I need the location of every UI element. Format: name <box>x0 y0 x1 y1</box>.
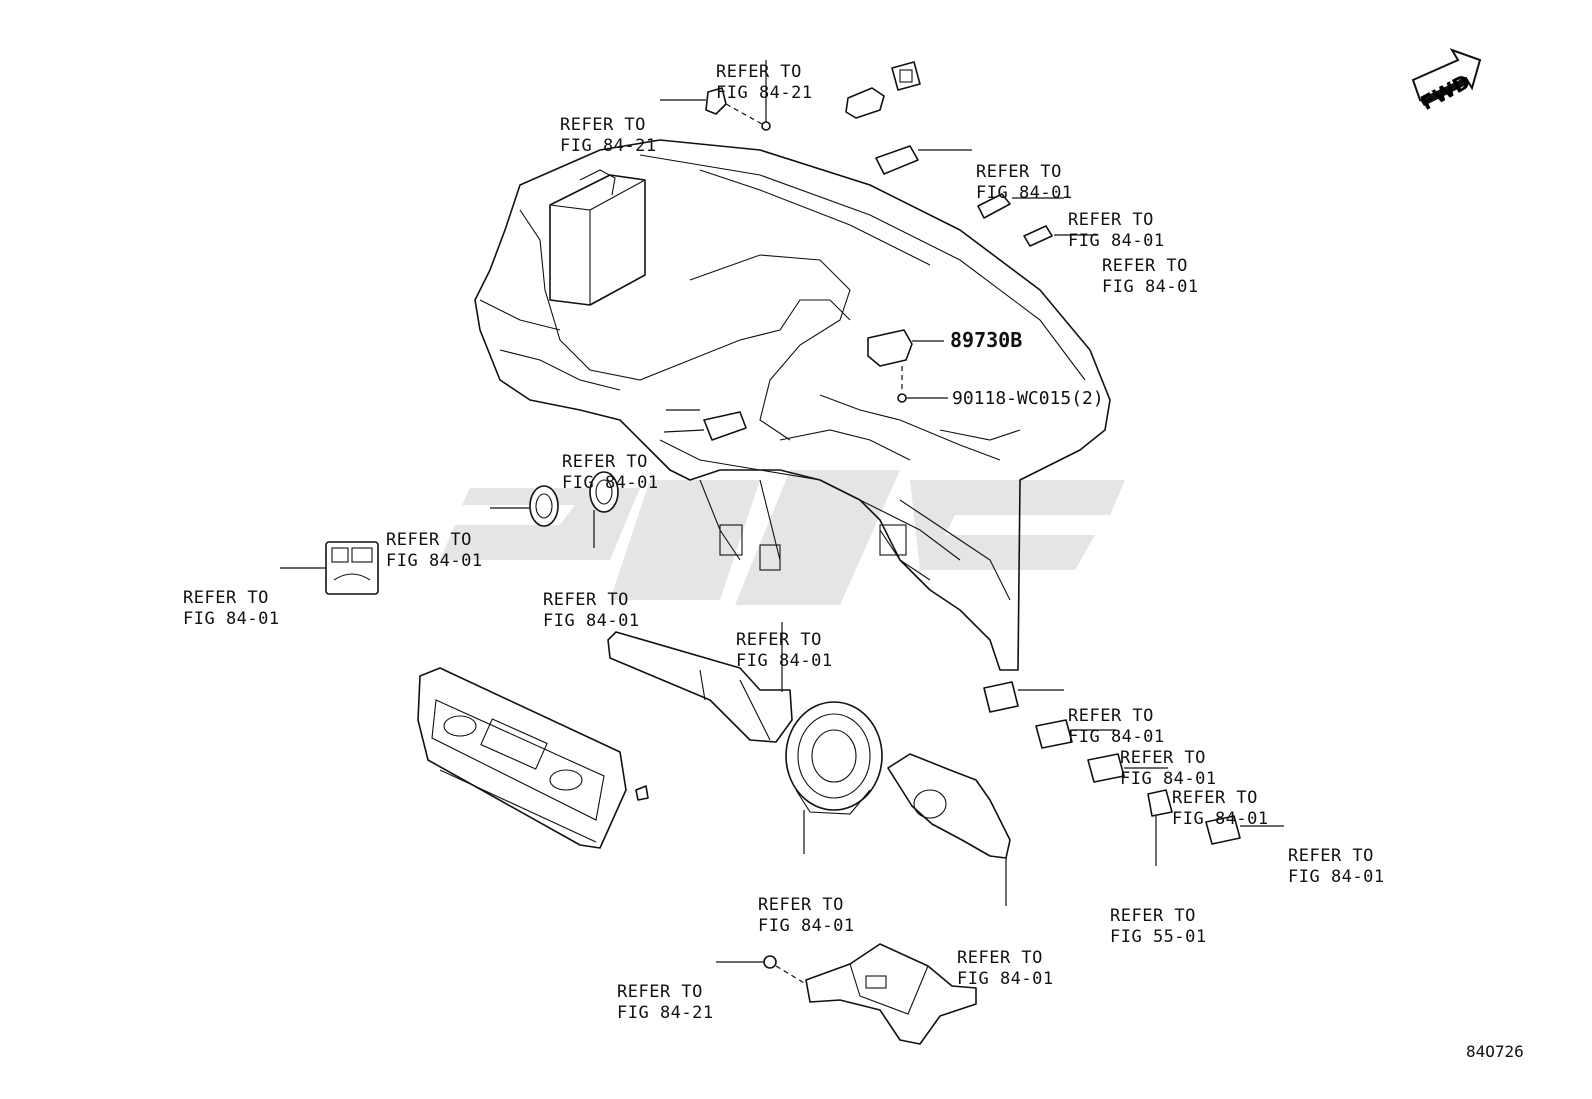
sensor-89730b <box>867 329 948 403</box>
top-connectors <box>845 61 1098 247</box>
figure-code: 84O726 <box>1466 1042 1524 1061</box>
part-number-sensor: 89730B <box>950 328 1023 352</box>
mid-switch <box>663 411 747 441</box>
fwd-text-layer: FWD <box>1417 69 1474 115</box>
wiper-switch <box>887 753 1011 906</box>
right-switches <box>983 681 1284 866</box>
airbag-sensor <box>716 943 977 1045</box>
power-outlets <box>490 471 619 548</box>
part-number-screw: 90118-WC015(2) <box>952 388 1104 409</box>
climate-control-panel <box>417 667 649 849</box>
fwd-label: FWD <box>1417 69 1474 115</box>
watermark-logo <box>440 470 1125 605</box>
top-clip <box>660 60 771 131</box>
spiral-cable <box>785 701 883 854</box>
turn-signal-switch <box>607 622 793 743</box>
fwd-arrow <box>1411 48 1482 106</box>
instrument-panel <box>474 139 1111 671</box>
ac-switch-panel <box>280 541 379 595</box>
